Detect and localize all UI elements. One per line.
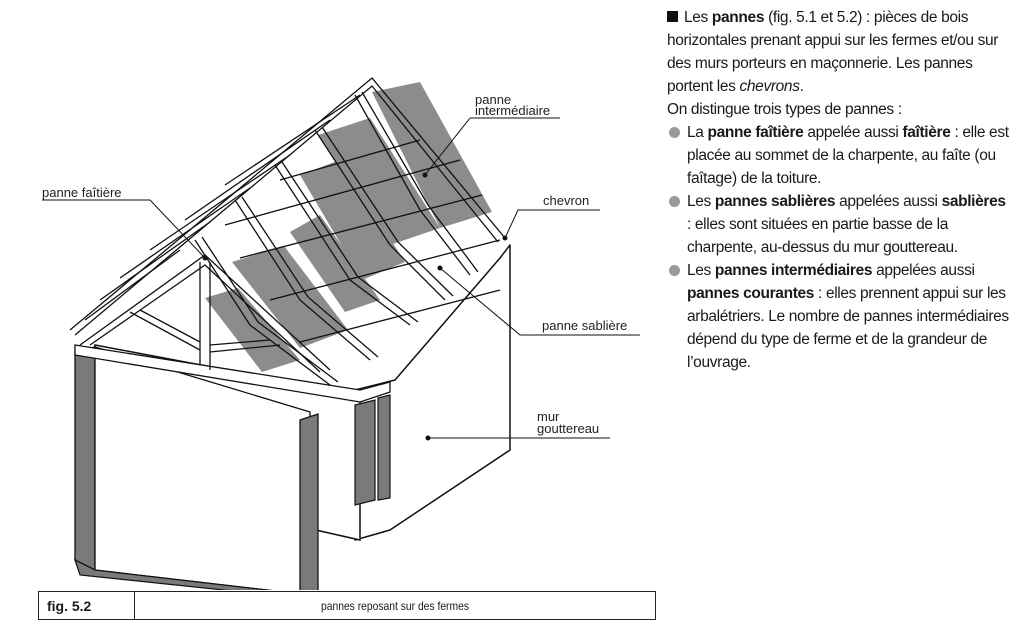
term-pannes: pannes (711, 9, 765, 26)
bullet-dot-icon (669, 196, 680, 207)
front-wall (73, 346, 391, 590)
label-panne-faitiere: panne faîtière (42, 185, 122, 200)
rafters (69, 77, 506, 386)
list-item: La panne faîtière appelée aussi faîtière… (667, 121, 1013, 190)
roof-structure-drawing (42, 77, 640, 590)
roof-panels (205, 82, 492, 372)
definition-text: Les pannes (fig. 5.1 et 5.2) : pièces de… (667, 6, 1013, 374)
leader-dots (202, 172, 508, 441)
leader-lines (42, 117, 640, 439)
tie-beam (74, 344, 391, 403)
bullet-dot-icon (669, 127, 680, 138)
types-line: On distingue trois types de pannes : (667, 101, 902, 118)
label-mur-line2: gouttereau (537, 421, 600, 436)
label-panne-intermediaire-line2: intermédiaire (475, 103, 551, 118)
caption-number: fig. 5.2 (39, 592, 135, 619)
figure-caption: fig. 5.2 pannes reposant sur des fermes (38, 591, 656, 620)
list-item: Les pannes intermédiaires appelées aussi… (667, 259, 1013, 374)
term-chevrons: chevrons (739, 78, 800, 95)
label-chevron: chevron (543, 193, 590, 208)
label-mur-line1: mur (537, 409, 560, 424)
caption-text: pannes reposant sur des fermes (320, 598, 470, 613)
bullet-dot-icon (669, 265, 680, 276)
list-item: Les pannes sablières appelées aussi sabl… (667, 190, 1013, 259)
intro-paragraph: Les pannes (fig. 5.1 et 5.2) : pièces de… (667, 9, 999, 95)
label-panne-sabliere: panne sablière (542, 318, 628, 333)
types-list: La panne faîtière appelée aussi faîtière… (667, 121, 1013, 374)
label-panne-intermediaire-line1: panne (475, 92, 512, 107)
square-bullet-icon (667, 11, 678, 22)
figure-roof-purlins: panne intermédiaire chevron panne faîtiè… (38, 77, 656, 620)
